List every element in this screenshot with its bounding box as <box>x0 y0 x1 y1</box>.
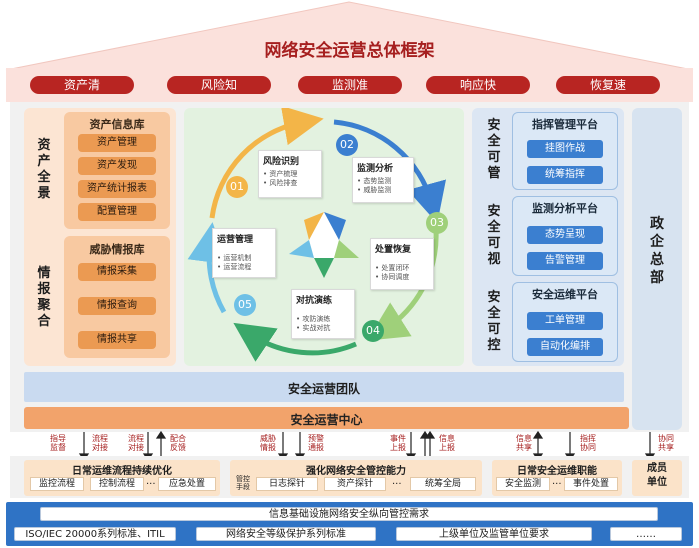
badge-01: 01 <box>226 176 248 198</box>
card-attack-defense: 对抗演练 攻防演练实战对抗 <box>291 289 355 339</box>
overall-command-item: 统筹指挥 <box>527 166 603 184</box>
intel-query-item: 情报查询 <box>78 297 156 315</box>
label-info-report: 信息上报 <box>439 434 455 452</box>
label-cooperate-feedback: 配合反馈 <box>170 434 186 452</box>
platform-monitor-heading: 监测分析平台 <box>532 202 598 215</box>
arc-skyblue <box>187 222 228 314</box>
ellipsis-2: ... <box>392 476 402 487</box>
asset-probe-item: 资产探针 <box>324 477 386 491</box>
card-monitor-analysis: 监测分析 态势监测威胁监测 <box>352 157 414 203</box>
group-daily-ops-heading: 日常运维流程持续优化 <box>72 466 172 477</box>
situation-present-item: 态势呈现 <box>527 226 603 244</box>
label-info-share: 信息共享 <box>516 434 532 452</box>
card-handle-recover: 处置恢复 处置闭环协同调度 <box>370 238 434 290</box>
overall-item: 统筹全局 <box>410 477 476 491</box>
base-mlps-standard: 网络安全等级保护系列标准 <box>196 527 376 541</box>
badge-05: 05 <box>234 294 256 316</box>
member-unit-label: 成员单位 <box>647 463 667 488</box>
emergency-item: 应急处置 <box>158 477 216 491</box>
label-collab-share: 协同共享 <box>658 434 674 452</box>
auto-orchestration-item: 自动化编排 <box>527 338 603 356</box>
team-bar <box>24 372 624 402</box>
arc-green <box>233 322 357 362</box>
platform-command-heading: 指挥管理平台 <box>532 118 598 131</box>
control-means-label: 管控手段 <box>236 475 250 491</box>
badge-04: 04 <box>362 320 384 342</box>
pill-risk: 风险知 <box>167 76 271 94</box>
asset-manage-item: 资产管理 <box>78 134 156 152</box>
label-event-report: 事件上报 <box>390 434 406 452</box>
asset-report-item: 资产统计报表 <box>78 180 156 198</box>
team-label: 安全运营团队 <box>287 382 360 396</box>
threat-db-heading: 威胁情报库 <box>89 243 145 256</box>
control-process-item: 控制流程 <box>90 477 144 491</box>
card-risk-identify: 风险识别 资产梳理风险排查 <box>258 150 322 198</box>
cycle-ring <box>187 108 446 362</box>
arc-orange <box>209 108 324 219</box>
base-more: …… <box>610 527 682 541</box>
label-guide-supervise: 指导监督 <box>50 434 66 452</box>
pill-response: 响应快 <box>426 76 530 94</box>
map-combat-item: 挂图作战 <box>527 140 603 158</box>
base-iso-standard: ISO/IEC 20000系列标准、ITIL <box>14 527 176 541</box>
intel-share-item: 情报共享 <box>78 331 156 349</box>
base-requirement: 信息基础设施网络安全纵向管控需求 <box>40 507 658 521</box>
label-process-dock-1: 流程对接 <box>92 434 108 452</box>
asset-db-heading: 资产信息库 <box>89 118 145 131</box>
label-command-collab: 指挥协同 <box>580 434 596 452</box>
manageable-label: 安全可管 <box>487 118 501 181</box>
intel-aggregation-label: 情报聚合 <box>37 266 51 329</box>
ellipsis-3: ... <box>552 476 562 487</box>
badge-02: 02 <box>336 134 358 156</box>
visible-label: 安全可视 <box>487 204 501 267</box>
controllable-label: 安全可控 <box>487 290 501 353</box>
asset-panorama-label: 资产全景 <box>37 138 51 201</box>
label-threat-intel: 威胁情报 <box>260 434 276 452</box>
center-label: 安全运营中心 <box>290 413 363 427</box>
page-title: 网络安全运营总体框架 <box>264 41 435 61</box>
ellipsis-1: ... <box>146 476 156 487</box>
pill-asset: 资产清 <box>30 76 134 94</box>
log-probe-item: 日志探针 <box>256 477 318 491</box>
hq-panel <box>632 108 682 430</box>
asset-discover-item: 资产发现 <box>78 157 156 175</box>
base-superior-requirement: 上级单位及监管单位要求 <box>396 527 592 541</box>
ticket-manage-item: 工单管理 <box>527 312 603 330</box>
group-daily-security-heading: 日常安全运维职能 <box>517 466 597 477</box>
group-strengthen-heading: 强化网络安全管控能力 <box>306 466 406 477</box>
label-warning-notice: 预警通报 <box>308 434 324 452</box>
group-member <box>632 460 682 496</box>
arc-blue <box>333 119 446 224</box>
platform-ops-heading: 安全运维平台 <box>532 288 598 301</box>
hq-label: 政企总部 <box>650 216 664 286</box>
event-handle-item: 事件处置 <box>564 477 618 491</box>
pill-monitor: 监测准 <box>298 76 402 94</box>
intel-collect-item: 情报采集 <box>78 263 156 281</box>
security-monitor-item: 安全监测 <box>496 477 550 491</box>
card-ops-management: 运营管理 运营机制运营流程 <box>212 228 276 278</box>
badge-03: 03 <box>426 212 448 234</box>
center-shape <box>309 212 339 258</box>
label-process-dock-2: 流程对接 <box>128 434 144 452</box>
config-manage-item: 配置管理 <box>78 203 156 221</box>
monitor-process-item: 监控流程 <box>30 477 84 491</box>
pill-recovery: 恢复速 <box>556 76 660 94</box>
center-bar <box>24 407 629 429</box>
alert-manage-item: 告警管理 <box>527 252 603 270</box>
